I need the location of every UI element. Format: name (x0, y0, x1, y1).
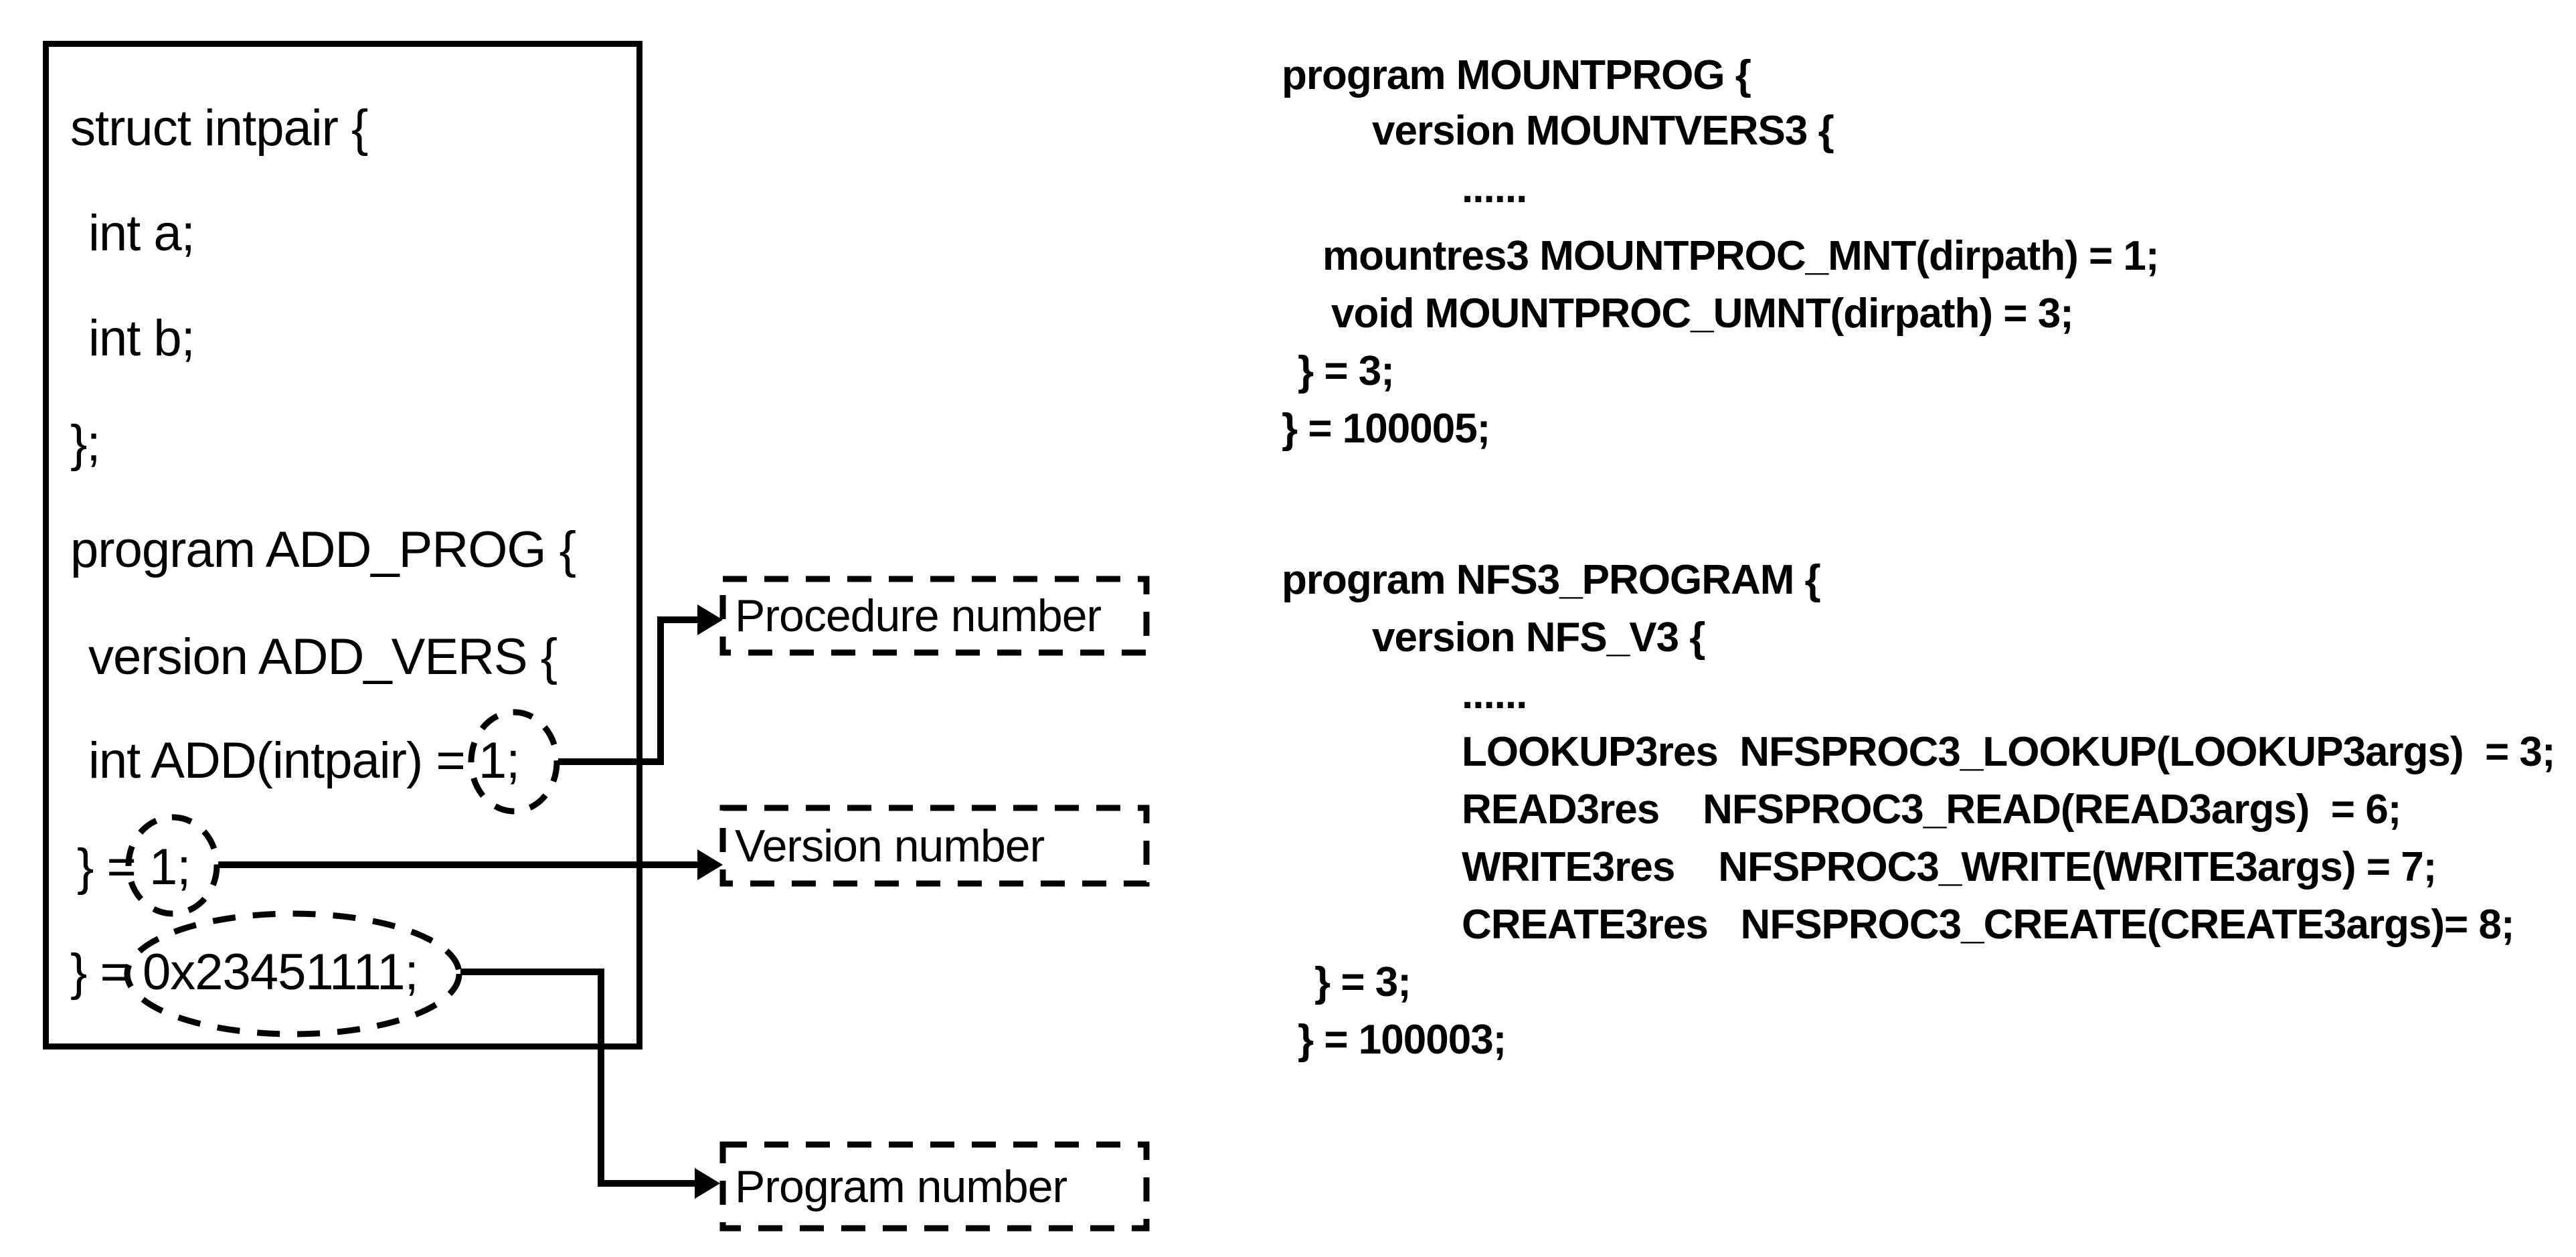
mount-line-version-end: } = 3; (1298, 348, 1395, 394)
mount-line-dots: ...... (1462, 165, 1527, 212)
idl-line-int-a: int a; (88, 205, 195, 262)
nfs-line-read: READ3res NFSPROC3_READ(READ3args) = 6; (1462, 786, 2401, 833)
mount-line-program-end: } = 100005; (1282, 406, 1490, 452)
nfs-line-version: version NFS_V3 { (1372, 614, 1705, 661)
idl-line-struct-end: }; (70, 415, 100, 472)
mount-line-umnt: void MOUNTPROC_UMNT(dirpath) = 3; (1331, 290, 2074, 337)
mount-line-program: program MOUNTPROG { (1282, 52, 1751, 98)
idl-line-struct: struct intpair { (70, 100, 368, 157)
idl-line-program: program ADD_PROG { (70, 521, 576, 578)
program-number-label: Program number (735, 1161, 1067, 1212)
procedure-number-label-box: Procedure number (723, 579, 1146, 653)
mount-line-version: version MOUNTVERS3 { (1372, 108, 1834, 154)
nfs-line-dots: ...... (1462, 671, 1527, 718)
program-number-arrowhead-icon (695, 1168, 720, 1199)
version-number-arrowhead-icon (697, 849, 723, 880)
nfs-line-lookup: LOOKUP3res NFSPROC3_LOOKUP(LOOKUP3args) … (1462, 729, 2556, 775)
nfs-line-program: program NFS3_PROGRAM { (1282, 557, 1821, 603)
procedure-number-label: Procedure number (735, 590, 1102, 641)
procedure-number-arrowhead-icon (697, 604, 723, 635)
nfs-line-write: WRITE3res NFSPROC3_WRITE(WRITE3args) = 7… (1462, 844, 2437, 890)
idl-line-version-number: } = 1; (77, 839, 191, 896)
idl-line-program-number: } = 0x23451111; (70, 944, 419, 1001)
version-number-label-box: Version number (723, 808, 1146, 884)
nfs-line-create: CREATE3res NFSPROC3_CREATE(CREATE3args)=… (1462, 902, 2515, 948)
nfs-line-program-end: } = 100003; (1298, 1017, 1507, 1063)
program-number-label-box: Program number (723, 1145, 1146, 1228)
mount-line-mnt: mountres3 MOUNTPROC_MNT(dirpath) = 1; (1322, 233, 2160, 279)
idl-line-int-b: int b; (88, 310, 195, 367)
idl-line-add-proc: int ADD(intpair) = 1; (88, 732, 520, 789)
version-number-label: Version number (735, 820, 1045, 871)
idl-line-version: version ADD_VERS { (88, 628, 557, 685)
nfs-line-version-end: } = 3; (1314, 959, 1411, 1005)
